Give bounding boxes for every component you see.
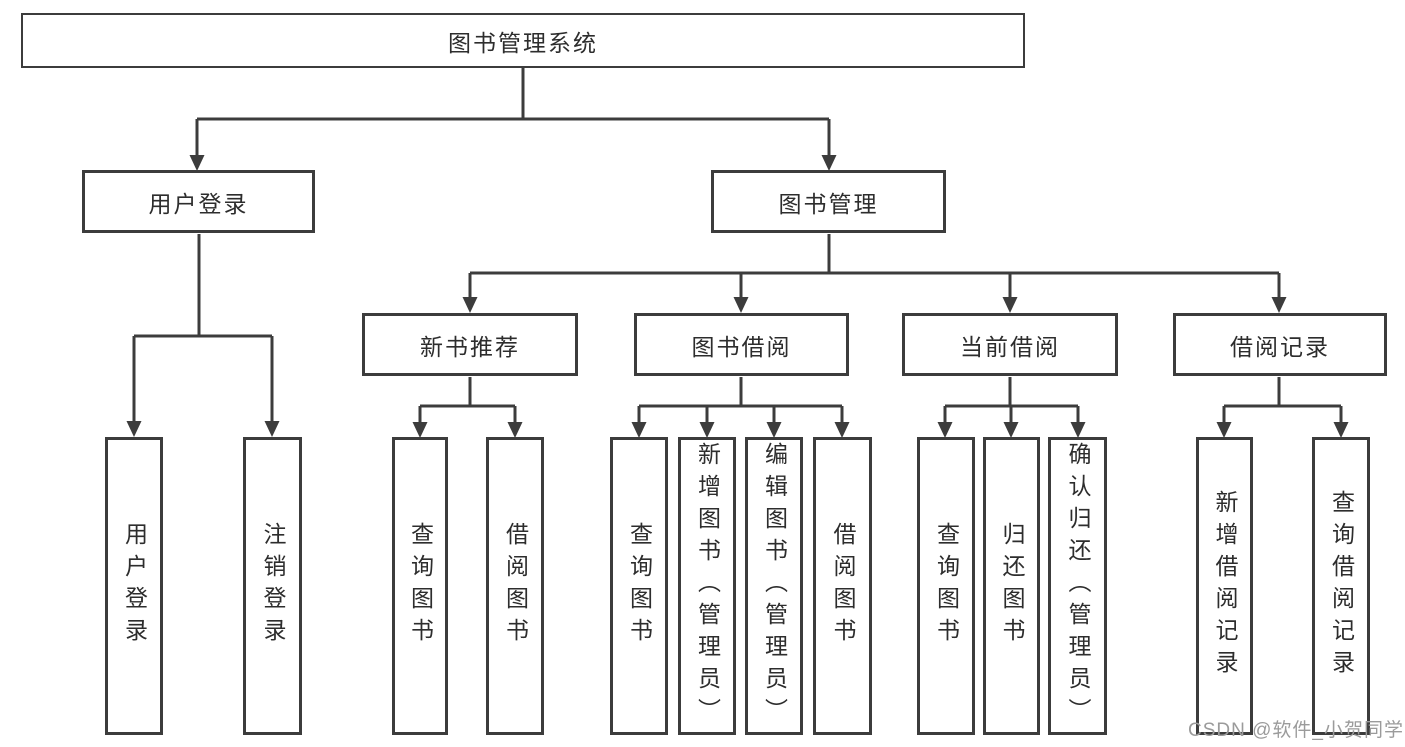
- node-user-login: 用户登录: [82, 170, 315, 233]
- connector-root-to-level2: [189, 68, 837, 171]
- connector-newbook-to-leaves: [412, 377, 523, 438]
- leaf-query-books-recommend: 查询图书: [392, 437, 448, 735]
- leaf-query-books-current: 查询图书: [917, 437, 975, 735]
- leaf-label: 查询借阅记录: [1328, 490, 1355, 682]
- leaf-label: 查询图书: [407, 522, 434, 650]
- node-library-management-system: 图书管理系统: [21, 13, 1025, 68]
- arrowhead: [507, 422, 523, 438]
- leaf-add-books-admin: 新增图书（管理员）: [678, 437, 736, 735]
- leaf-label: 用户登录: [121, 522, 148, 650]
- node-label: 用户登录: [148, 190, 249, 217]
- arrowhead: [1070, 422, 1086, 438]
- arrowhead: [699, 422, 715, 438]
- leaf-label: 编辑图书（管理员）: [761, 442, 788, 730]
- node-label: 图书管理: [778, 190, 879, 217]
- arrowhead: [821, 155, 837, 171]
- arrowhead: [1002, 297, 1018, 313]
- node-label: 借阅记录: [1230, 333, 1330, 360]
- leaf-query-books-borrow: 查询图书: [610, 437, 668, 735]
- leaf-label: 新增图书（管理员）: [694, 442, 721, 730]
- connector-records-to-leaves: [1216, 377, 1349, 438]
- arrowhead: [126, 421, 142, 437]
- arrowhead: [1003, 422, 1019, 438]
- leaf-query-borrow-record: 查询借阅记录: [1312, 437, 1370, 735]
- node-new-book-recommendation: 新书推荐: [362, 313, 578, 376]
- leaf-logout: 注销登录: [243, 437, 302, 735]
- arrowhead: [631, 422, 647, 438]
- arrowhead: [412, 422, 428, 438]
- connector-currentborrow-to-leaves: [937, 377, 1086, 438]
- arrowhead: [834, 422, 850, 438]
- connector-userlogin-to-leaves: [126, 234, 280, 437]
- leaf-label: 借阅图书: [502, 522, 529, 650]
- node-book-management: 图书管理: [711, 170, 946, 233]
- node-label: 图书管理系统: [448, 29, 598, 56]
- node-label: 图书借阅: [691, 333, 792, 360]
- leaf-label: 确认归还（管理员）: [1065, 442, 1091, 730]
- leaf-label: 借阅图书: [830, 522, 856, 650]
- arrowhead: [264, 421, 280, 437]
- node-borrowing-records: 借阅记录: [1173, 313, 1387, 376]
- connector-bookborrow-to-leaves: [631, 377, 850, 438]
- leaf-borrow-books-recommend: 借阅图书: [486, 437, 544, 735]
- leaf-edit-books-admin: 编辑图书（管理员）: [745, 437, 803, 735]
- leaf-label: 注销登录: [260, 522, 286, 650]
- csdn-watermark: CSDN @软件_小贺同学: [1188, 720, 1404, 741]
- leaf-add-borrow-record: 新增借阅记录: [1196, 437, 1253, 735]
- arrowhead: [189, 155, 205, 171]
- node-book-borrowing: 图书借阅: [634, 313, 849, 376]
- arrowhead: [462, 297, 478, 313]
- leaf-return-books: 归还图书: [983, 437, 1040, 735]
- leaf-label: 新增借阅记录: [1212, 490, 1238, 682]
- node-current-borrowing: 当前借阅: [902, 313, 1118, 376]
- leaf-borrow-books: 借阅图书: [813, 437, 872, 735]
- arrowhead: [1216, 422, 1232, 438]
- arrowhead: [733, 297, 749, 313]
- arrowhead: [766, 422, 782, 438]
- node-label: 新书推荐: [420, 333, 520, 360]
- leaf-label: 查询图书: [933, 522, 960, 650]
- arrowhead: [1271, 297, 1287, 313]
- arrowhead: [937, 422, 953, 438]
- arrowhead: [1333, 422, 1349, 438]
- leaf-user-login: 用户登录: [105, 437, 163, 735]
- leaf-label: 查询图书: [626, 522, 653, 650]
- node-label: 当前借阅: [960, 333, 1060, 360]
- leaf-confirm-return-admin: 确认归还（管理员）: [1048, 437, 1107, 735]
- leaf-label: 归还图书: [999, 522, 1025, 650]
- connector-bookmgmt-to-level3: [462, 234, 1287, 313]
